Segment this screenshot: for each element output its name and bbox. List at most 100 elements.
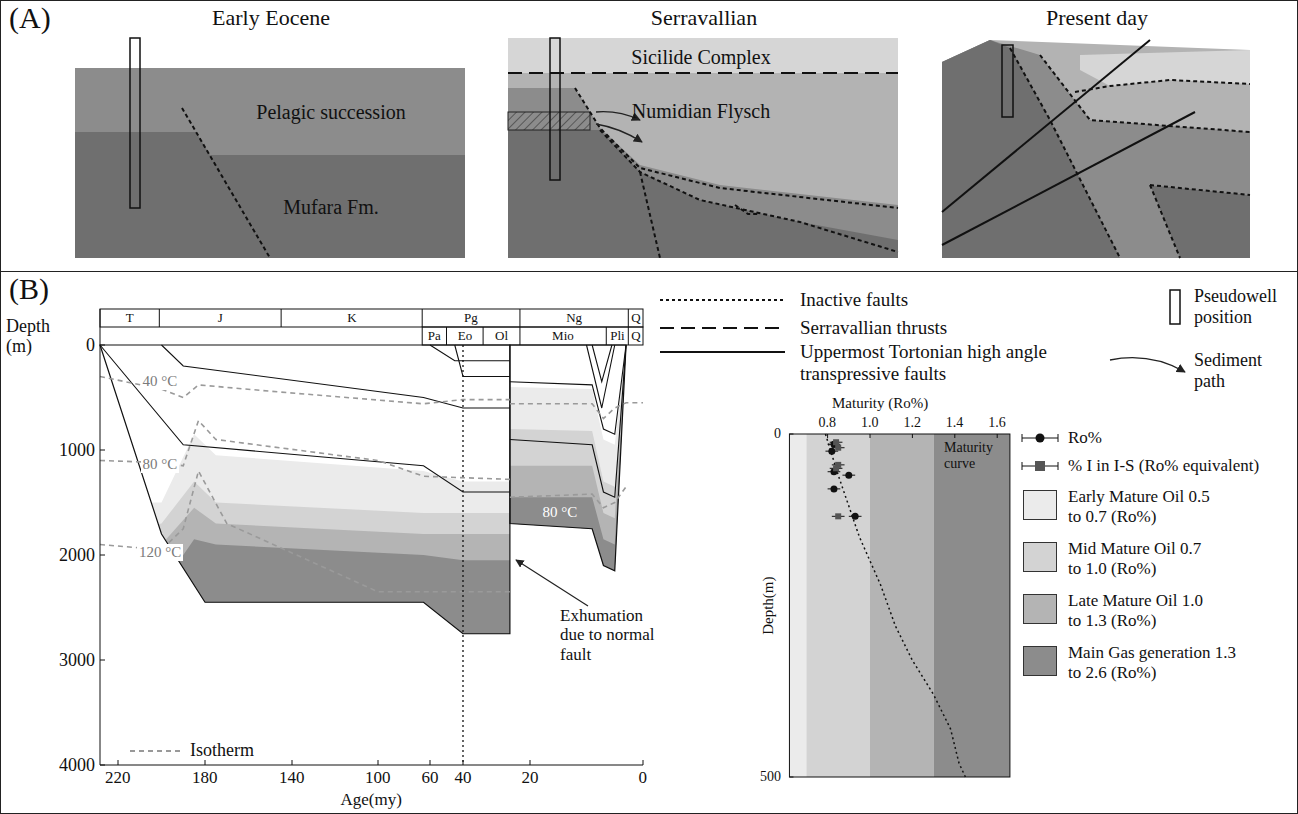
drawn-polygon (75, 132, 465, 258)
drawn-line (530, 760, 531, 765)
drawn-line (997, 434, 998, 438)
drawn-polygon (942, 40, 1120, 258)
horizon-line (592, 345, 612, 382)
illite-point (835, 513, 841, 519)
maturity-band (100, 539, 510, 786)
epoch-label: Pli (610, 329, 624, 344)
drawn-line (1058, 462, 1059, 470)
axis-title: Depth (m) (6, 316, 66, 357)
drawn-polyline (640, 172, 660, 258)
basin-outline (510, 345, 626, 571)
tick-label: 100 (365, 768, 391, 788)
drawn-polygon (1080, 50, 1250, 86)
tick-label: 3000 (59, 650, 95, 671)
ro-point (845, 472, 852, 479)
maturity-zone (934, 434, 1010, 777)
drawn-polygon (1150, 185, 1250, 258)
drawn-polyline (575, 88, 898, 208)
horizon-line (430, 345, 510, 361)
isotherm-line (100, 471, 510, 592)
ro-point (830, 485, 837, 492)
legend-text: Sediment path (1194, 350, 1294, 391)
period-label: J (218, 311, 223, 326)
epoch-label: Pa (428, 329, 441, 344)
maturity-band (100, 482, 510, 787)
drawn-rect (75, 68, 465, 258)
drawn-line (1022, 462, 1023, 470)
drawn-line (942, 112, 1195, 245)
section-title: Present day (943, 5, 1251, 30)
drawn-line (660, 299, 785, 301)
drawn-polygon (508, 88, 898, 258)
drawn-rect (508, 73, 898, 258)
drawn-line (430, 760, 431, 765)
period-label: T (126, 311, 134, 326)
unit-name: Pelagic succession (256, 101, 405, 124)
tick-label: 40 (455, 768, 472, 788)
legend-swatch (1023, 542, 1057, 572)
legend-text: Serravallian thrusts (800, 317, 947, 339)
drawn-line (118, 760, 119, 765)
section-title: Serravallian (509, 5, 899, 30)
drawn-line (422, 309, 423, 327)
drawn-path (596, 124, 642, 142)
drawn-line (519, 327, 520, 345)
drawn-line (789, 434, 793, 435)
legend-text: Maturity curve (944, 440, 1010, 472)
plot-frame (789, 434, 1009, 777)
drawn-rect (1170, 290, 1180, 324)
legend-text: Inactive faults (800, 289, 908, 311)
annotation: Exhumation due to normal fault (560, 606, 665, 665)
drawn-line (789, 777, 793, 778)
drawn-rect (130, 38, 140, 208)
drawn-polyline (600, 130, 898, 252)
drawn-polyline (1075, 80, 1250, 92)
drawn-polygon (942, 40, 1250, 258)
unit-name: Mufara Fm. (283, 196, 379, 219)
drawn-line (182, 108, 270, 258)
maturity-band (510, 345, 626, 786)
drawn-circle (1036, 434, 1045, 443)
drawn-line (378, 760, 379, 765)
ro-point (852, 513, 859, 520)
section-panel: Early EocenePelagic successionMufara Fm. (76, 5, 466, 261)
illite-point (835, 445, 841, 451)
tick-label: 1.0 (861, 415, 879, 431)
epoch-label: Eo (458, 329, 472, 344)
drawn-line (100, 765, 105, 766)
maturity-band (100, 508, 510, 786)
drawn-line (628, 327, 629, 345)
drawn-line (954, 434, 955, 438)
horizon-line (100, 345, 510, 492)
legend-text: Uppermost Tortonian high angle transpres… (800, 341, 1130, 385)
legend-swatch (1023, 490, 1057, 520)
drawn-polygon (508, 130, 898, 258)
rock-unit: Numidian Flysch (632, 100, 770, 123)
maturity-zone (789, 434, 806, 777)
maturity-zone (870, 434, 934, 777)
drawn-line (628, 309, 629, 327)
tick-label: 180 (192, 768, 218, 788)
legend-text: % I in I-S (Ro% equivalent) (1068, 456, 1259, 476)
legend-swatch (1023, 646, 1057, 676)
epoch-row (422, 327, 643, 345)
axis-title: Maturity (Ro%) (832, 395, 928, 412)
drawn-line (643, 760, 644, 765)
horizon-line (510, 345, 626, 497)
rock-unit: Pelagic succession (256, 101, 405, 124)
drawn-polyline (735, 205, 760, 214)
epoch-label: Q (631, 329, 640, 344)
section-early-eocene (75, 38, 465, 258)
period-label: Ng (566, 311, 582, 326)
period-label: Pg (464, 311, 478, 326)
section-panel: SerravallianSicilide ComplexNumidian Fly… (509, 5, 899, 261)
horizon-line (162, 345, 510, 408)
tick-label: 0 (86, 335, 95, 356)
illite-point (833, 465, 839, 471)
rock-unit: Mufara Fm. (283, 196, 379, 219)
section-title: Early Eocene (76, 5, 466, 30)
tick-label: 1000 (59, 440, 95, 461)
tick-label: 1.4 (946, 415, 964, 431)
